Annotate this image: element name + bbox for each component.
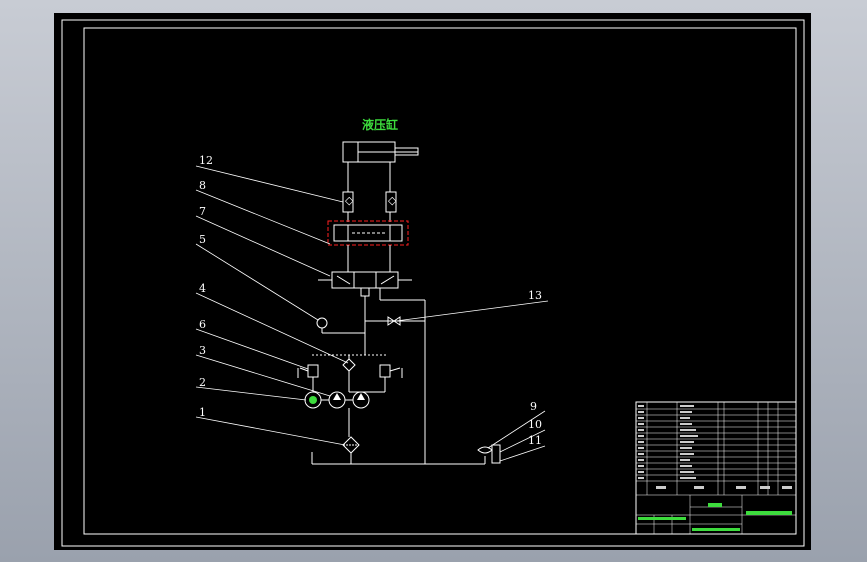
title-block-green-marks — [638, 503, 792, 531]
callout-2: 2 — [199, 376, 206, 389]
hydraulic-cylinder — [342, 141, 419, 192]
callout-10: 10 — [528, 418, 542, 431]
pressure-gauge-5 — [316, 317, 365, 334]
callout-5: 5 — [199, 233, 206, 246]
inner-frame — [83, 27, 797, 535]
accessories-9-10-11 — [477, 444, 501, 464]
throttle-valve-13 — [365, 316, 425, 326]
hydraulic-lock-8 — [327, 220, 409, 272]
callout-3: 3 — [199, 344, 206, 357]
leader-lines — [195, 165, 549, 462]
highlight-box — [327, 220, 409, 246]
svg-text:◇: ◇ — [388, 194, 397, 207]
pump-left — [328, 391, 353, 409]
callout-8: 8 — [199, 179, 206, 192]
callout-13: 13 — [528, 289, 542, 302]
callout-6: 6 — [199, 318, 206, 331]
callout-labels: 12 8 7 5 4 6 3 2 1 13 9 10 11 — [199, 154, 542, 447]
filter-1 — [342, 436, 360, 464]
callout-4: 4 — [199, 282, 206, 295]
callout-1: 1 — [199, 406, 206, 419]
check-valves-12: ◇ ◇ — [342, 191, 397, 222]
title-block — [635, 401, 797, 535]
check-valve-4 — [312, 354, 386, 392]
callout-12: 12 — [199, 154, 213, 167]
directional-valve-7 — [318, 271, 426, 455]
svg-text:◇: ◇ — [345, 194, 354, 207]
hydraulic-schematic: 液压缸 ◇ ◇ — [61, 19, 805, 547]
drawing-canvas: 液压缸 ◇ ◇ — [54, 13, 811, 550]
parts-list-text-marks — [638, 405, 792, 489]
relief-valve-6 — [297, 364, 319, 392]
callout-7: 7 — [199, 205, 206, 218]
tank-line — [311, 452, 485, 465]
cylinder-title: 液压缸 — [362, 117, 398, 132]
pump-right — [348, 391, 385, 437]
relief-valve-3 — [379, 364, 403, 392]
callout-9: 9 — [530, 400, 537, 413]
callout-11: 11 — [528, 434, 542, 447]
outer-frame — [61, 19, 805, 547]
